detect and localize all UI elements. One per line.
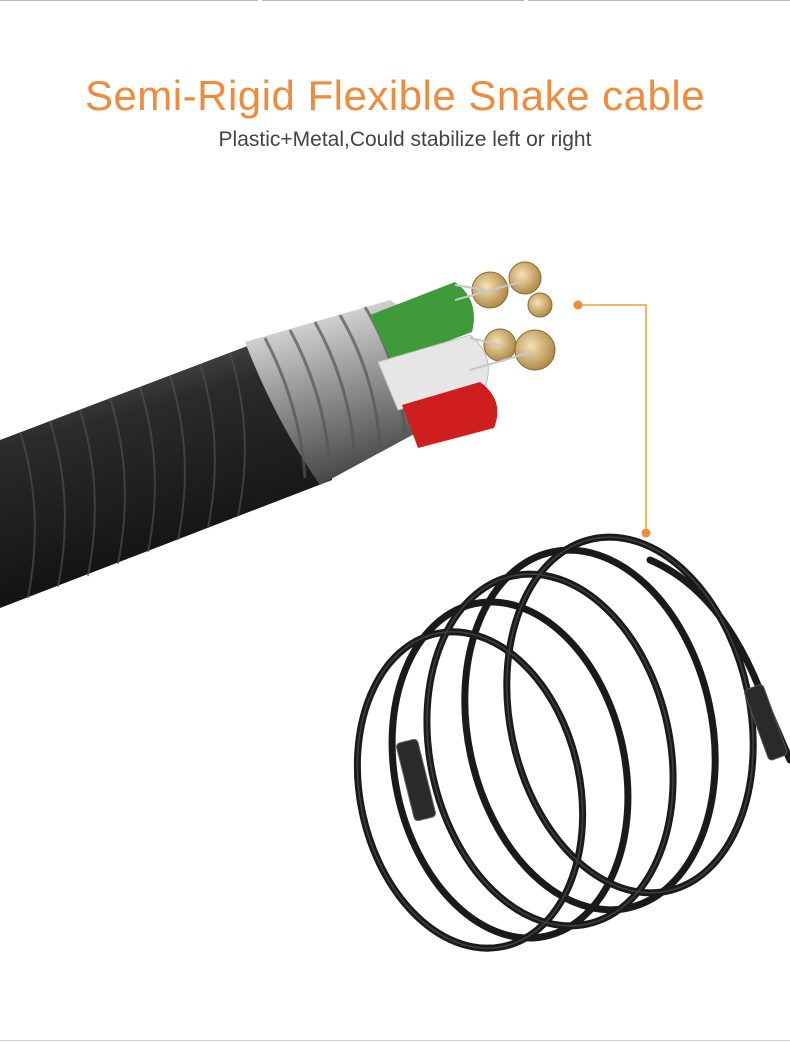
coiled-cable (353, 533, 790, 952)
cable-jacket (0, 345, 332, 608)
bottom-divider-line (0, 1040, 790, 1041)
camera-probe-head (395, 738, 437, 822)
top-divider-segment (528, 0, 790, 1)
headline: Semi-Rigid Flexible Snake cable (84, 72, 706, 119)
subline: Plastic+Metal,Could stabilize left or ri… (218, 128, 592, 151)
green-wire (370, 282, 474, 362)
callout-dot-bottom (641, 528, 651, 538)
top-divider-segment (262, 0, 524, 1)
callout-connector (573, 300, 651, 538)
jacket-ribs (19, 352, 246, 599)
callout-dot-top (573, 300, 583, 310)
top-divider-lines (0, 0, 790, 2)
red-wire (402, 382, 498, 448)
cable-cutaway (0, 261, 556, 608)
top-divider-segment (0, 0, 258, 1)
silver-strands (454, 281, 533, 371)
cable-connector (744, 684, 788, 761)
copper-strands (471, 261, 556, 371)
